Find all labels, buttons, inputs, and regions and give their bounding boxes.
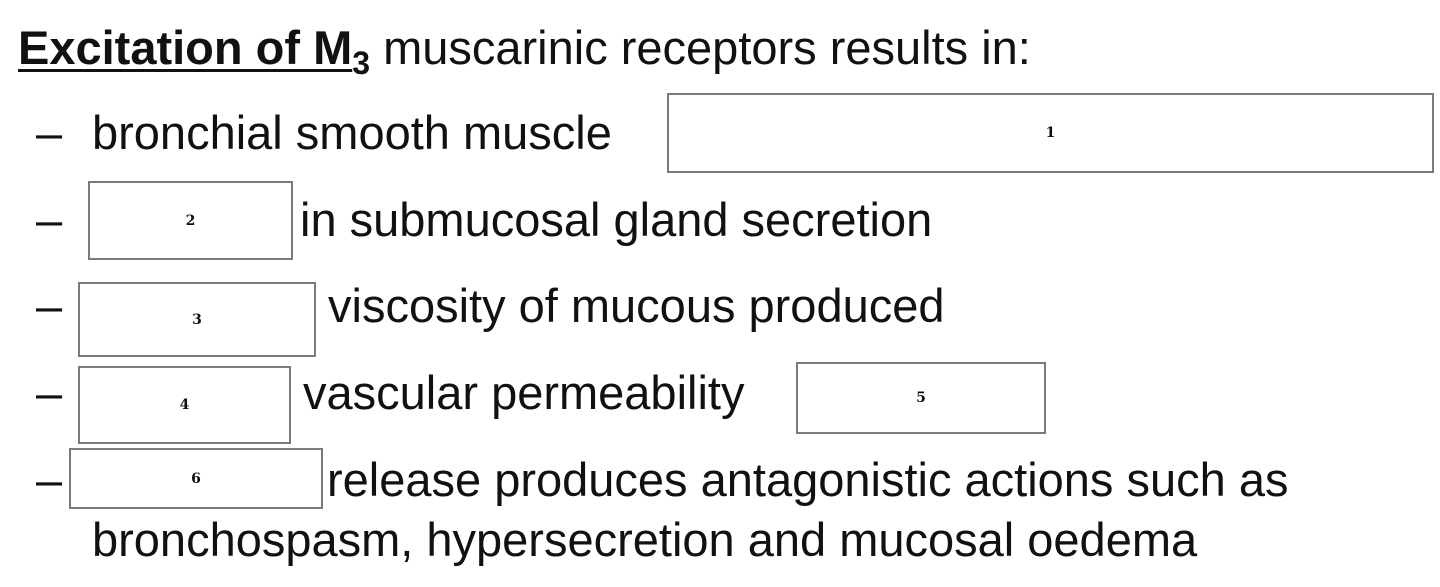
heading-rest: muscarinic receptors results in: bbox=[370, 21, 1031, 74]
answer-box-3[interactable]: 3 bbox=[78, 282, 316, 357]
heading-subscript: 3 bbox=[352, 45, 371, 81]
answer-box-4[interactable]: 4 bbox=[78, 366, 291, 444]
answer-box-3-number: 3 bbox=[192, 311, 202, 328]
line-5-continuation: bronchospasm, hypersecretion and mucosal… bbox=[92, 513, 1198, 566]
bullet-dash-4: – bbox=[36, 366, 63, 419]
answer-box-1-number: 1 bbox=[1045, 125, 1056, 141]
answer-box-1[interactable]: 1 bbox=[667, 93, 1434, 173]
line-4-text: vascular permeability bbox=[303, 366, 745, 419]
bullet-dash-2: – bbox=[36, 193, 63, 246]
answer-box-2-number: 2 bbox=[185, 212, 196, 229]
line-3-text: viscosity of mucous produced bbox=[328, 279, 945, 332]
answer-box-6[interactable]: 6 bbox=[69, 448, 323, 509]
bullet-dash-5: – bbox=[36, 453, 63, 506]
line-2-text: in submucosal gland secretion bbox=[300, 193, 933, 246]
answer-box-4-number: 4 bbox=[179, 397, 190, 413]
answer-box-5-number: 5 bbox=[916, 390, 926, 406]
bullet-dash-1: – bbox=[36, 106, 63, 159]
heading-bold-text: Excitation of M bbox=[18, 21, 353, 74]
answer-box-2[interactable]: 2 bbox=[88, 181, 293, 260]
bullet-dash-3: – bbox=[36, 279, 63, 332]
heading-bold: Excitation of M3 bbox=[18, 21, 370, 79]
line-1-text: bronchial smooth muscle bbox=[92, 106, 612, 159]
line-5-text: release produces antagonistic actions su… bbox=[327, 453, 1289, 506]
answer-box-5[interactable]: 5 bbox=[796, 362, 1046, 434]
heading: Excitation of M3 muscarinic receptors re… bbox=[18, 24, 1031, 79]
answer-box-6-number: 6 bbox=[191, 470, 201, 487]
